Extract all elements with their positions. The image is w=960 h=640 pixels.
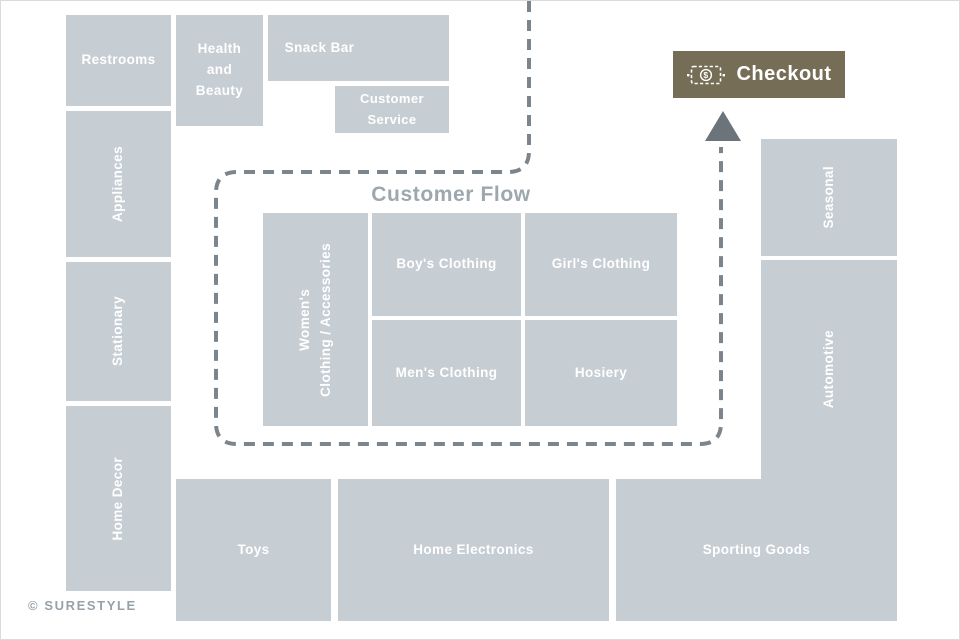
dept-snack-bar: Snack Bar xyxy=(268,15,449,81)
dept-automotive: Automotive xyxy=(761,260,897,479)
dept-boys-clothing-label: Boy's Clothing xyxy=(396,256,497,272)
customer-flow-title: Customer Flow xyxy=(371,183,531,206)
cash-icon: $ xyxy=(686,61,726,89)
dept-customer-service: Customer Service xyxy=(335,86,449,133)
dept-womens-clothing-accessories-label: Women's Clothing / Accessories xyxy=(296,242,333,397)
dept-hosiery: Hosiery xyxy=(525,320,677,426)
dept-health-and-beauty-label: Health and Beauty xyxy=(195,41,244,98)
dept-stationary-label: Stationary xyxy=(110,296,126,367)
dept-home-decor-label: Home Decor xyxy=(110,456,126,541)
dept-restrooms-label: Restrooms xyxy=(81,52,156,68)
dept-toys-label: Toys xyxy=(237,541,270,557)
dept-restrooms: Restrooms xyxy=(66,15,171,106)
dept-appliances: Appliances xyxy=(66,111,171,257)
dept-womens-clothing-accessories: Women's Clothing / Accessories xyxy=(263,213,368,426)
dept-hosiery-label: Hosiery xyxy=(574,364,628,380)
dept-seasonal-label: Seasonal xyxy=(820,166,836,229)
checkout-label: Checkout xyxy=(736,63,832,85)
svg-text:$: $ xyxy=(704,70,709,80)
checkout-sign: $ Checkout xyxy=(673,51,845,98)
dept-customer-service-label: Customer Service xyxy=(360,91,424,127)
credit-text: © SURESTYLE xyxy=(28,598,137,613)
dept-snack-bar-label: Snack Bar xyxy=(284,39,355,55)
dept-automotive-label: Automotive xyxy=(820,330,836,409)
dept-sporting-goods-label: Sporting Goods xyxy=(702,541,811,557)
dept-appliances-label: Appliances xyxy=(110,145,126,223)
dept-mens-clothing-label: Men's Clothing xyxy=(395,364,498,380)
dept-home-electronics: Home Electronics xyxy=(338,479,609,621)
dept-seasonal: Seasonal xyxy=(761,139,897,256)
dept-girls-clothing-label: Girl's Clothing xyxy=(551,256,651,272)
dept-home-decor: Home Decor xyxy=(66,406,171,591)
dept-girls-clothing: Girl's Clothing xyxy=(525,213,677,316)
dept-home-electronics-label: Home Electronics xyxy=(413,541,534,557)
dept-toys: Toys xyxy=(176,479,331,621)
dept-sporting-goods: Sporting Goods xyxy=(616,479,897,621)
dept-stationary: Stationary xyxy=(66,262,171,401)
checkout-arrow-icon xyxy=(705,111,741,141)
dept-health-and-beauty: Health and Beauty xyxy=(176,15,263,126)
dept-mens-clothing: Men's Clothing xyxy=(372,320,521,426)
dept-boys-clothing: Boy's Clothing xyxy=(372,213,521,316)
